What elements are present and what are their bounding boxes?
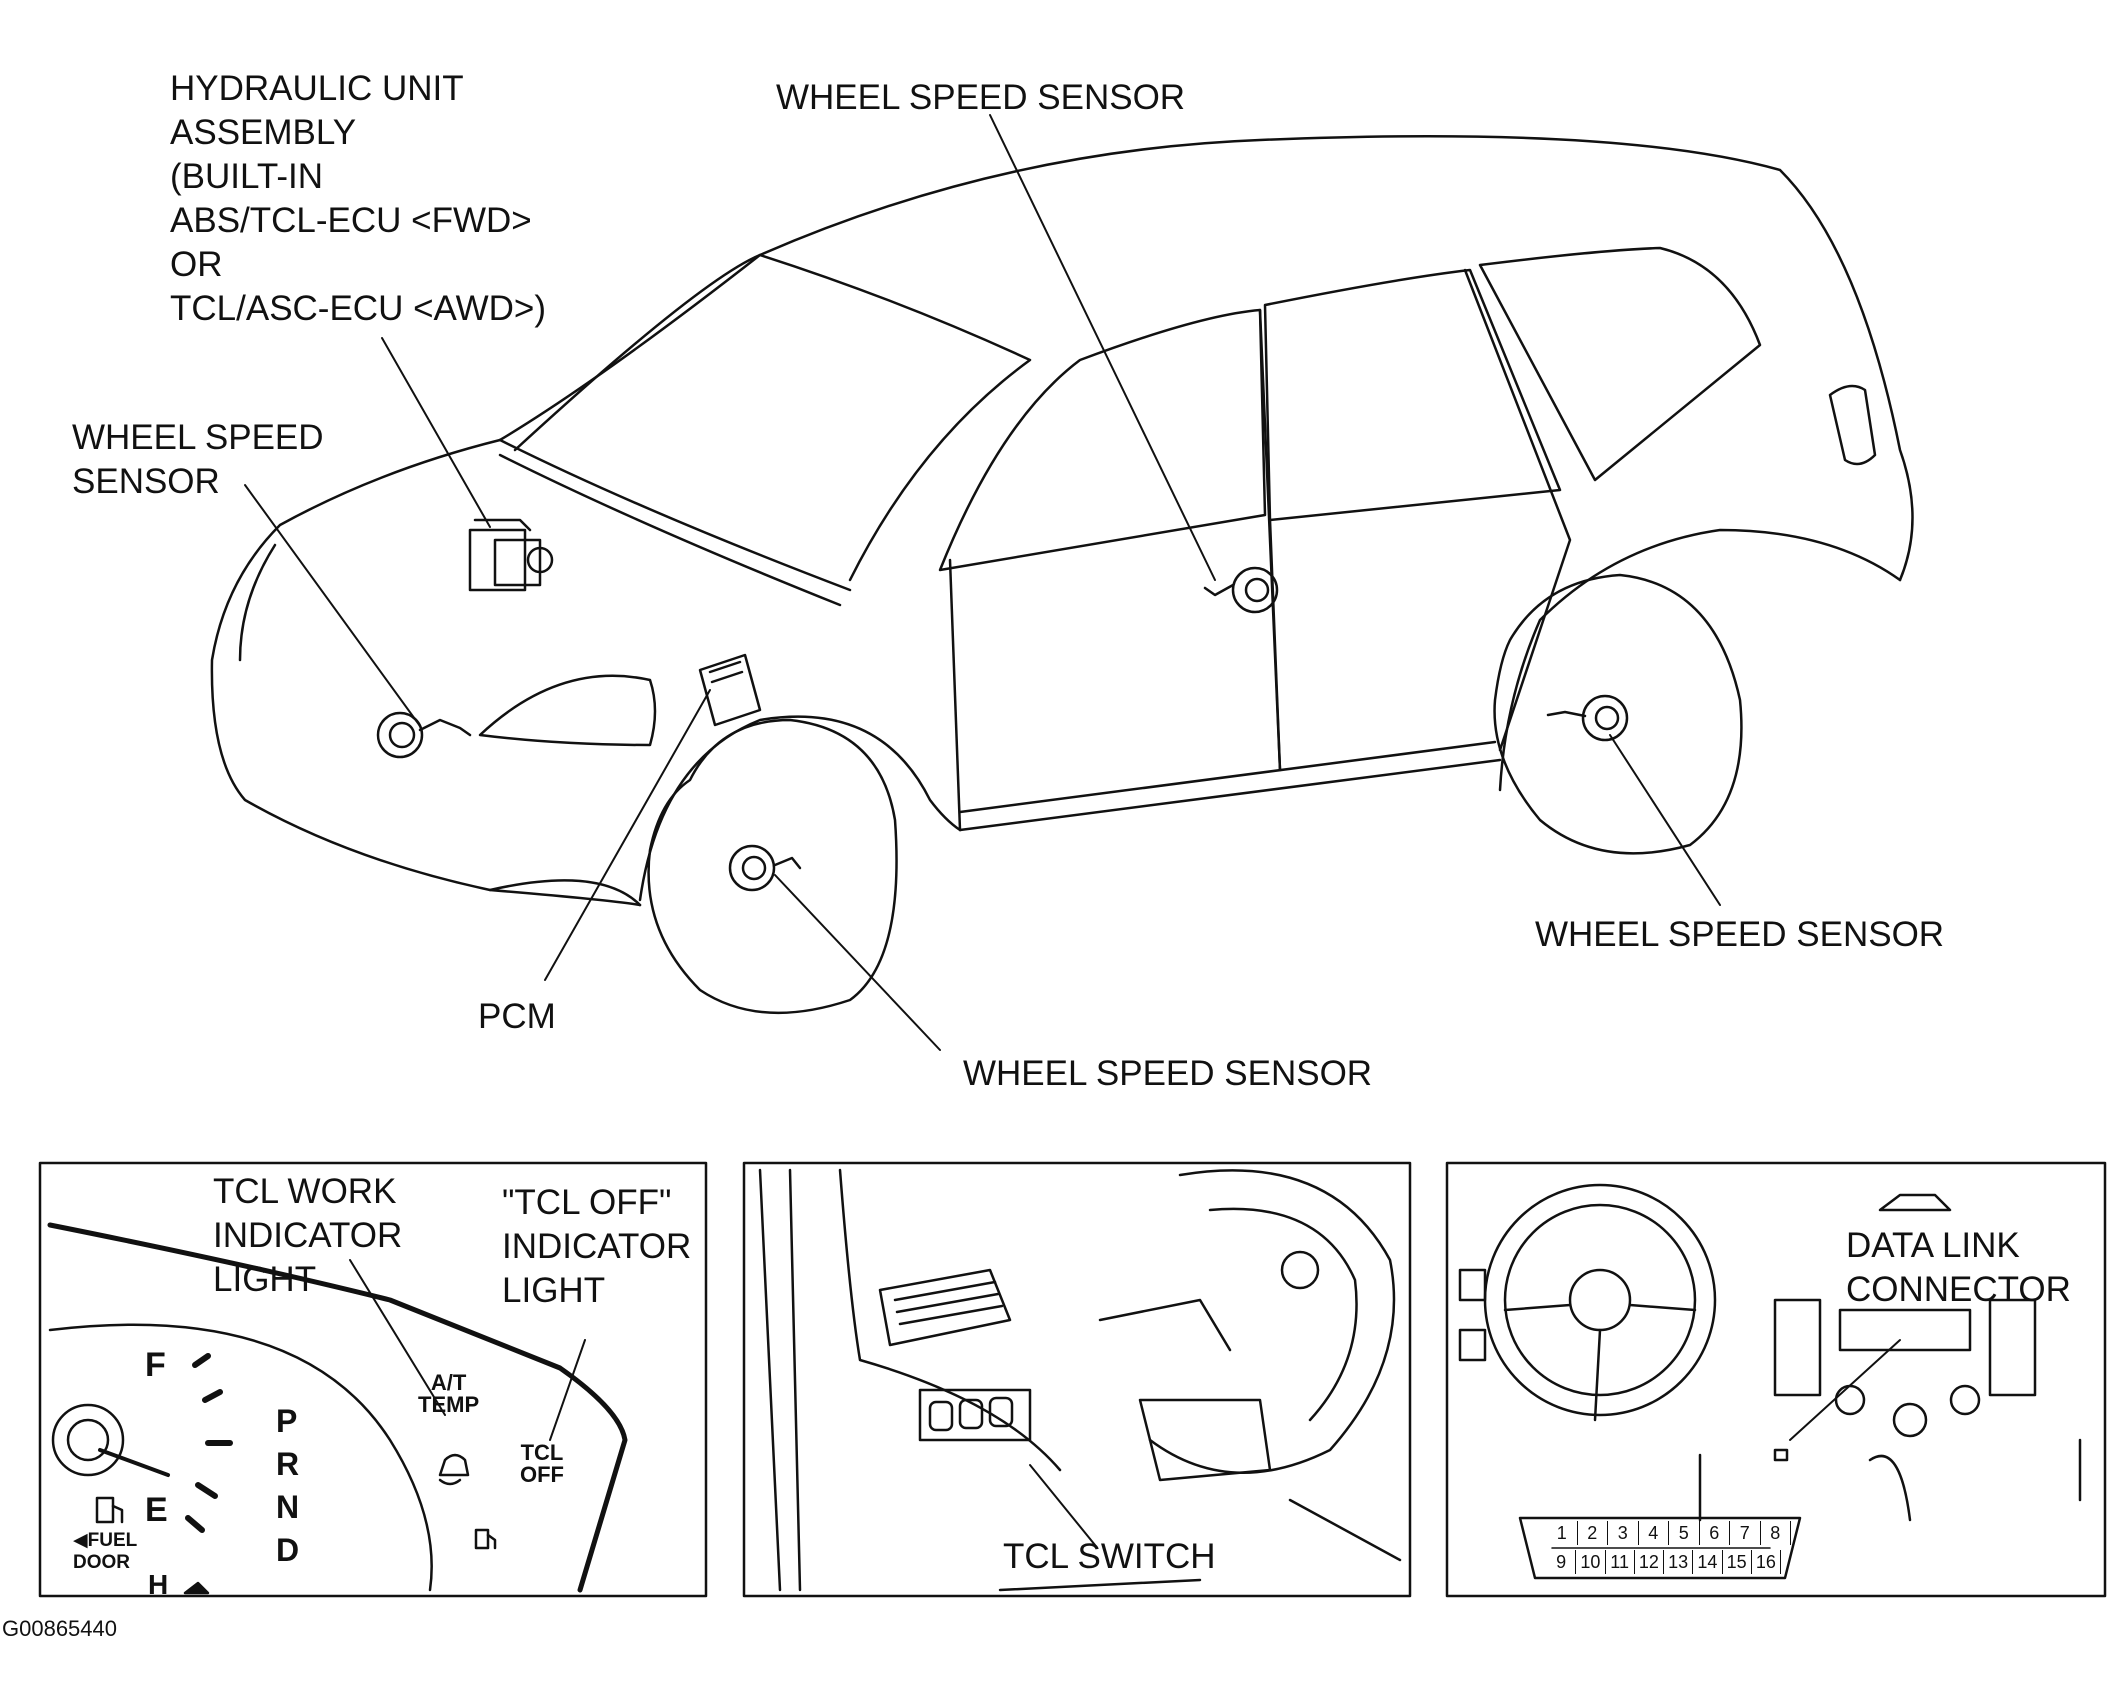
label-tcl-switch: TCL SWITCH	[1003, 1537, 1216, 1576]
inset-cluster-frame	[38, 1161, 708, 1598]
fuel-door-label: ◀FUEL DOOR	[73, 1530, 138, 1573]
dlc-pin: 4	[1639, 1521, 1669, 1545]
dlc-pin: 8	[1761, 1521, 1791, 1545]
dlc-pin: 3	[1608, 1521, 1639, 1545]
label-hydraulic-unit: HYDRAULIC UNIT ASSEMBLY (BUILT-IN ABS/TC…	[170, 69, 546, 328]
leader-lines	[244, 114, 1901, 1546]
instrument-cluster-art	[47, 1222, 628, 1595]
gauge-full-mark: F	[145, 1346, 166, 1384]
dlc-pin: 16	[1752, 1550, 1781, 1574]
label-wheel-speed-sensor-top: WHEEL SPEED SENSOR	[776, 78, 1186, 117]
tcl-switch-dash-art	[758, 1168, 1402, 1592]
gear-p: P	[276, 1403, 298, 1439]
inset-dlc-frame	[1445, 1161, 2107, 1598]
tcl-off-lamp: TCL OFF	[520, 1440, 564, 1487]
dlc-dash-art	[1458, 1183, 2082, 1580]
label-data-link-connector: DATA LINK CONNECTOR	[1846, 1226, 2071, 1309]
pcm-module	[698, 653, 762, 727]
sensor-front-bottom	[728, 844, 802, 892]
vehicle-outline	[210, 135, 1914, 907]
label-wheel-speed-sensor-rear-right: WHEEL SPEED SENSOR	[1535, 915, 1945, 954]
gauge-hot-mark: H	[148, 1569, 169, 1600]
sensor-front-left	[376, 711, 472, 759]
at-temp-lamp: A/T TEMP	[418, 1370, 480, 1417]
dlc-pin: 1	[1547, 1521, 1578, 1545]
label-pcm: PCM	[478, 997, 556, 1036]
front-wheel	[647, 718, 898, 1015]
dlc-pin: 5	[1669, 1521, 1700, 1545]
sensor-top	[1203, 566, 1279, 614]
label-tcl-off-indicator-light: "TCL OFF" INDICATOR LIGHT	[502, 1183, 692, 1310]
sensor-rear	[1546, 694, 1629, 742]
hydraulic-unit	[468, 518, 554, 592]
dlc-pin: 13	[1664, 1550, 1694, 1574]
dlc-pin: 2	[1578, 1521, 1608, 1545]
inset-switch-frame	[742, 1161, 1412, 1598]
dlc-pin: 10	[1576, 1550, 1606, 1574]
gear-d: D	[276, 1532, 300, 1568]
label-wheel-speed-sensor-front-bottom: WHEEL SPEED SENSOR	[963, 1054, 1373, 1093]
dlc-pin: 15	[1723, 1550, 1752, 1574]
dlc-pin: 6	[1700, 1521, 1730, 1545]
label-tcl-work-indicator-light: TCL WORK INDICATOR LIGHT	[213, 1172, 403, 1299]
dlc-pin: 14	[1693, 1550, 1723, 1574]
dlc-pin: 11	[1606, 1550, 1635, 1574]
rear-wheel	[1493, 573, 1743, 855]
label-wheel-speed-sensor-front-left: WHEEL SPEED SENSOR	[72, 418, 324, 501]
dlc-pin: 7	[1730, 1521, 1761, 1545]
gear-n: N	[276, 1489, 300, 1525]
gear-r: R	[276, 1446, 300, 1482]
dlc-pin: 12	[1635, 1550, 1664, 1574]
dlc-pin: 9	[1547, 1550, 1577, 1574]
gauge-empty-mark: E	[145, 1491, 168, 1529]
figure-code: G00865440	[2, 1616, 117, 1641]
